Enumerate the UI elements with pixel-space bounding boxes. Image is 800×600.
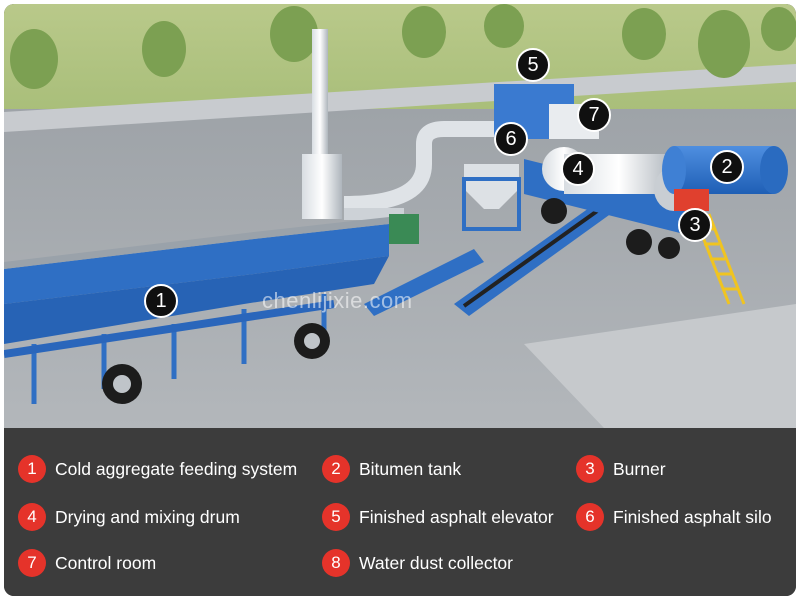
legend-label: Bitumen tank: [359, 458, 462, 479]
legend-badge: 6: [576, 503, 604, 531]
marker-2: 2: [710, 150, 744, 184]
legend-label: Finished asphalt elevator: [359, 506, 554, 527]
legend-item-2: 2 Bitumen tank: [322, 454, 461, 484]
diagram-frame: 1 2 3 4 5 6 7 chenlijixie.com 1 Cold agg…: [4, 4, 796, 596]
asphalt-silo: [464, 164, 519, 209]
legend-label: Finished asphalt silo: [613, 506, 772, 527]
chimney: [312, 29, 328, 164]
plant-illustration: 1 2 3 4 5 6 7 chenlijixie.com: [4, 4, 796, 428]
legend-badge: 5: [322, 503, 350, 531]
duct-pipe: [343, 121, 504, 212]
legend-panel: 1 Cold aggregate feeding system 2 Bitume…: [4, 428, 796, 596]
legend-item-6: 6 Finished asphalt silo: [576, 502, 772, 532]
legend-badge: 2: [322, 455, 350, 483]
legend-badge: 7: [18, 549, 46, 577]
plant-scene-svg: [4, 4, 796, 428]
marker-7: 7: [577, 98, 611, 132]
fan: [389, 214, 419, 244]
legend-item-8: 8 Water dust collector: [322, 548, 513, 578]
legend-label: Burner: [613, 458, 666, 479]
legend-badge: 1: [18, 455, 46, 483]
legend-item-4: 4 Drying and mixing drum: [18, 502, 240, 532]
legend-badge: 4: [18, 503, 46, 531]
marker-1: 1: [144, 284, 178, 318]
legend-label: Control room: [55, 552, 157, 573]
legend-item-5: 5 Finished asphalt elevator: [322, 502, 554, 532]
legend-item-7: 7 Control room: [18, 548, 156, 578]
legend-badge: 3: [576, 455, 604, 483]
legend-label: Cold aggregate feeding system: [55, 458, 298, 479]
marker-5: 5: [516, 48, 550, 82]
dust-collector: [302, 154, 342, 219]
road-strip: [4, 64, 796, 132]
bin-wheels: [102, 323, 330, 404]
marker-3: 3: [678, 208, 712, 242]
burner: [674, 189, 709, 211]
legend-badge: 8: [322, 549, 350, 577]
road-edge: [524, 304, 796, 428]
trees: [10, 4, 796, 89]
legend-item-1: 1 Cold aggregate feeding system: [18, 454, 297, 484]
watermark: chenlijixie.com: [262, 288, 413, 313]
legend-label: Water dust collector: [359, 552, 513, 573]
marker-6: 6: [494, 122, 528, 156]
legend-item-3: 3 Burner: [576, 454, 666, 484]
legend-label: Drying and mixing drum: [55, 506, 240, 527]
marker-4: 4: [561, 152, 595, 186]
feed-conveyor: [364, 249, 484, 316]
aggregate-bins: [4, 217, 389, 404]
